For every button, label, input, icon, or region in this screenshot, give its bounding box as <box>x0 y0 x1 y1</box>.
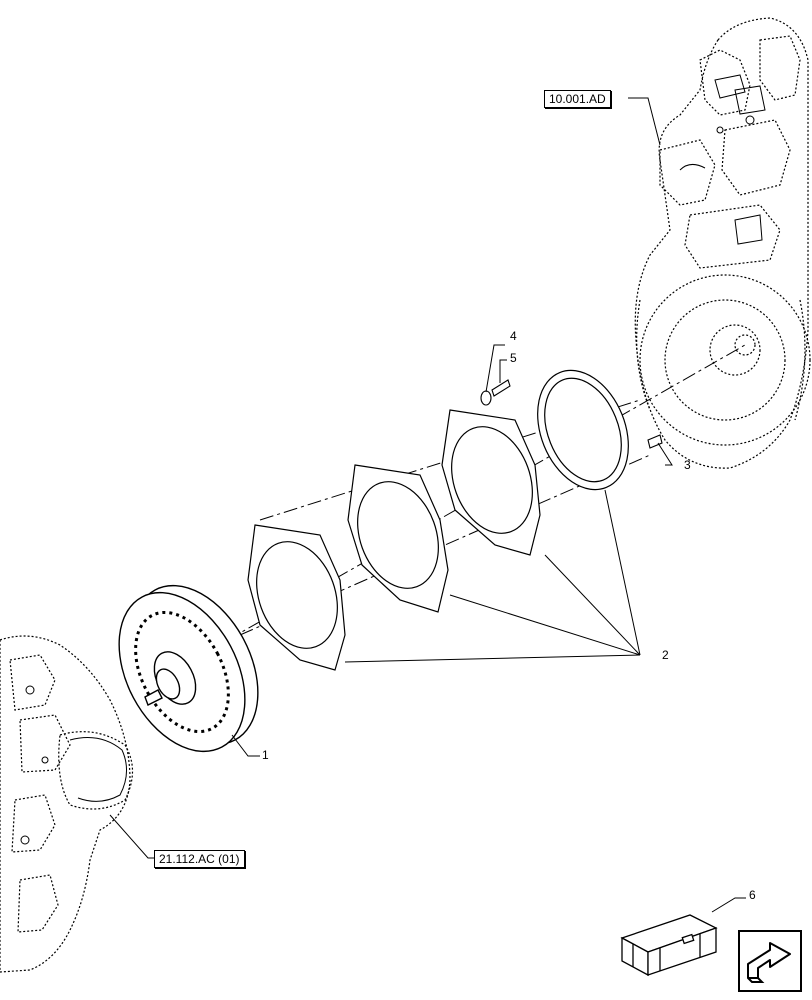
transmission-details <box>20 685 127 845</box>
engine-details <box>679 74 766 245</box>
callout-2: 2 <box>662 648 669 662</box>
drive-plate-1 <box>247 524 346 671</box>
bolt-4 <box>480 379 511 406</box>
transmission-assembly <box>0 635 134 973</box>
callout-4: 4 <box>510 329 517 343</box>
crate-icon <box>620 914 718 977</box>
transmission-reference[interactable]: 21.112.AC (01) <box>154 850 245 868</box>
torque-converter <box>118 584 259 753</box>
next-page-button[interactable] <box>738 930 802 992</box>
engine-reference[interactable]: 10.001.AD <box>544 90 611 108</box>
screw-3 <box>647 434 663 449</box>
shim-ring <box>537 369 629 491</box>
drive-plate-2 <box>347 464 449 613</box>
callout-3: 3 <box>684 458 691 472</box>
callout-6: 6 <box>749 888 756 902</box>
engine-assembly <box>634 17 811 469</box>
callout-5: 5 <box>510 351 517 365</box>
arrow-right-icon <box>747 942 791 983</box>
callout-1: 1 <box>262 748 269 762</box>
drive-plate-3 <box>441 409 541 556</box>
leader-lines <box>109 97 746 913</box>
